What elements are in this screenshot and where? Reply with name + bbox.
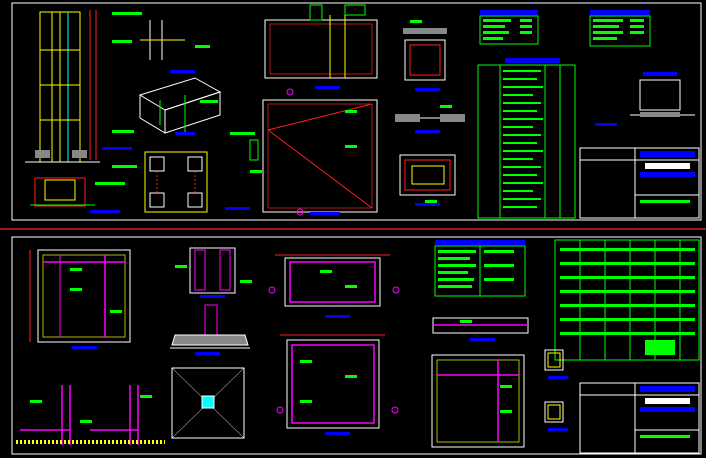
base-plan: [171, 367, 245, 439]
sheet-upper: [11, 2, 702, 221]
tank-elevation: [264, 4, 378, 89]
schedule-table-3: [477, 58, 576, 219]
slab-plan-3: [276, 334, 399, 435]
column-connection-detail: [140, 20, 195, 73]
small-section-details: [395, 28, 465, 206]
beam-elevation: [432, 317, 529, 341]
upper-annotation-callouts: [95, 12, 452, 203]
schedule-table-4: [434, 240, 526, 297]
title-block-upper: [579, 147, 700, 219]
tank-plan: [249, 88, 378, 216]
title-block-lower: [579, 382, 700, 454]
slab-plan-1: [29, 249, 131, 349]
sheet-lower: [11, 236, 702, 455]
sheet-lower-frame: [11, 236, 702, 455]
schedule-table-1: [479, 10, 539, 45]
slab-plan-4: [431, 354, 525, 448]
sheet-upper-frame: [11, 2, 702, 221]
slab-plan-2: [268, 254, 400, 318]
footing-section: [170, 304, 250, 355]
wall-details: [15, 385, 165, 445]
schedule-table-2: [589, 10, 651, 47]
column-section: [144, 151, 250, 213]
anchor-detail: [595, 72, 695, 126]
column-elevation: [25, 10, 132, 163]
beam-section: [189, 247, 236, 298]
small-column-details: [544, 349, 568, 431]
schedule-table-5: [554, 239, 700, 361]
annotation-callouts: [30, 265, 512, 423]
footing-detail: [30, 177, 120, 213]
isometric-beam: [138, 77, 222, 135]
